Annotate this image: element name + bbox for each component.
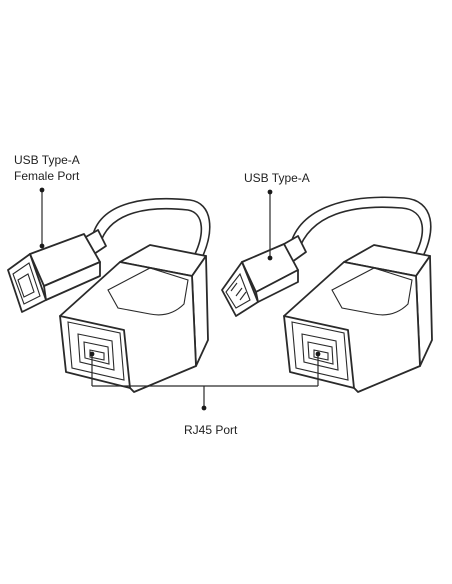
leader-usb-female [39,187,45,249]
label-usb-type-a: USB Type-A [244,171,310,185]
usb-male-connector [221,235,307,317]
right-cable [289,196,432,263]
right-rj45-adapter [283,244,433,393]
usb-female-connector [7,229,107,313]
label-usb-female-port: USB Type-A Female Port [14,152,80,184]
label-usb-female-line1: USB Type-A [14,153,80,167]
leader-usb-male [267,189,273,261]
label-rj45-port: RJ45 Port [184,423,238,437]
left-rj45-adapter [59,244,209,393]
leader-rj45 [89,351,321,411]
label-usb-female-line2: Female Port [14,169,80,183]
left-cable [91,197,211,263]
